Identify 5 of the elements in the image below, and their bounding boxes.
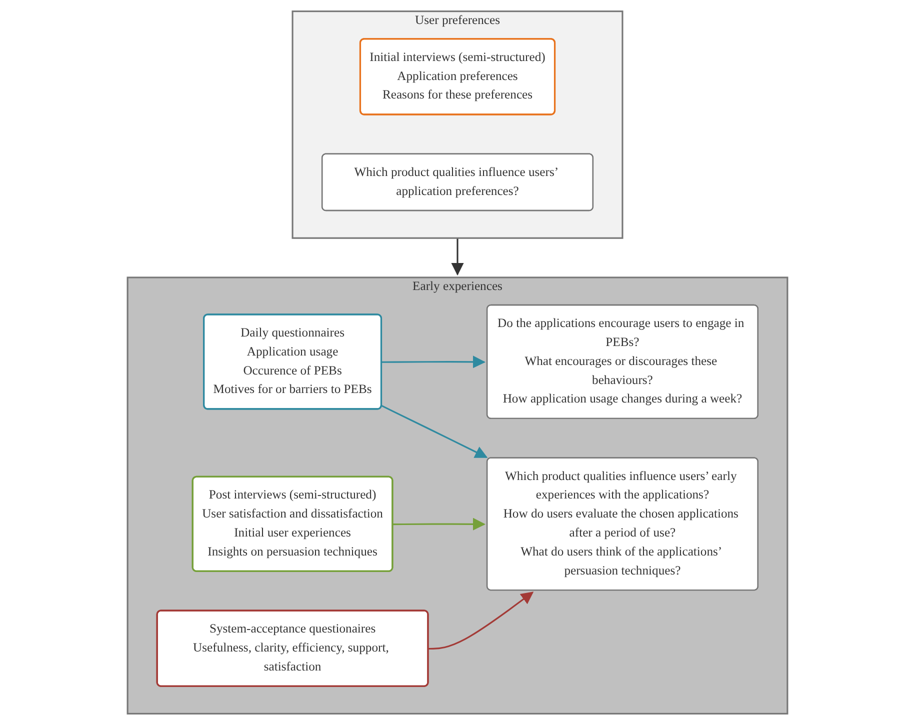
arrow <box>382 356 486 368</box>
arrow <box>381 405 488 458</box>
arrow <box>451 238 464 276</box>
arrow <box>392 518 486 530</box>
arrow <box>428 592 534 650</box>
